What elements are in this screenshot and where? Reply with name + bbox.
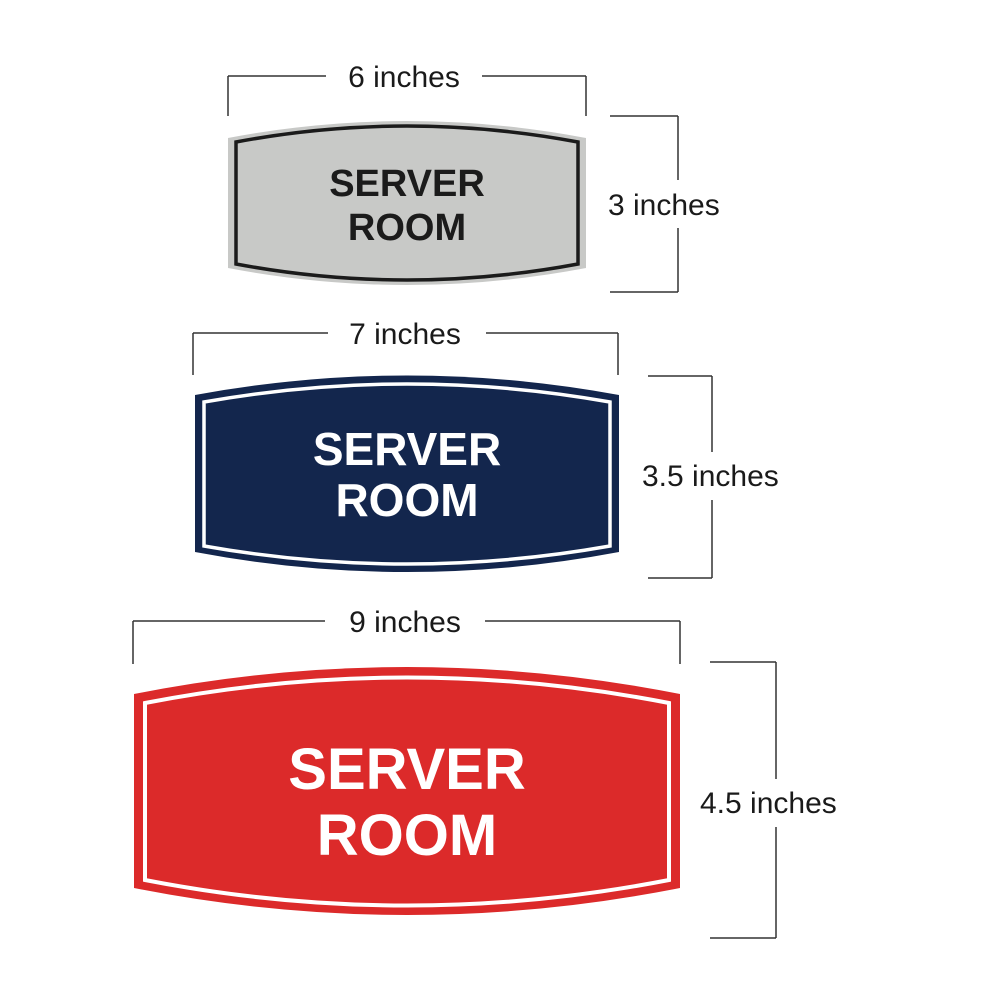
sign-line-2: ROOM [317,803,497,868]
sign-face [202,382,612,566]
height-label-bg [696,779,876,827]
width-label: 9 inches [349,606,461,639]
sign-face [143,675,671,908]
sign-line-2: ROOM [348,207,466,249]
height-label-bg [636,452,816,500]
height-label: 4.5 inches [700,787,837,820]
width-label: 6 inches [348,61,460,94]
sign-line-1: SERVER [313,423,501,475]
sign-line-1: SERVER [288,737,525,802]
sign-small: 6 inches 3 inches SERVER ROOM [227,61,750,293]
sign-line-1: SERVER [329,163,485,205]
sign-line-2: ROOM [335,474,478,526]
height-label-bg [600,180,750,228]
sign-large: 9 inches 4.5 inches SERVER ROOM [132,606,876,939]
height-label: 3 inches [608,189,720,222]
sign-face [234,124,580,282]
width-label: 7 inches [349,318,461,351]
sign-medium: 7 inches 3.5 inches SERVER ROOM [192,318,816,579]
height-label: 3.5 inches [642,460,779,493]
